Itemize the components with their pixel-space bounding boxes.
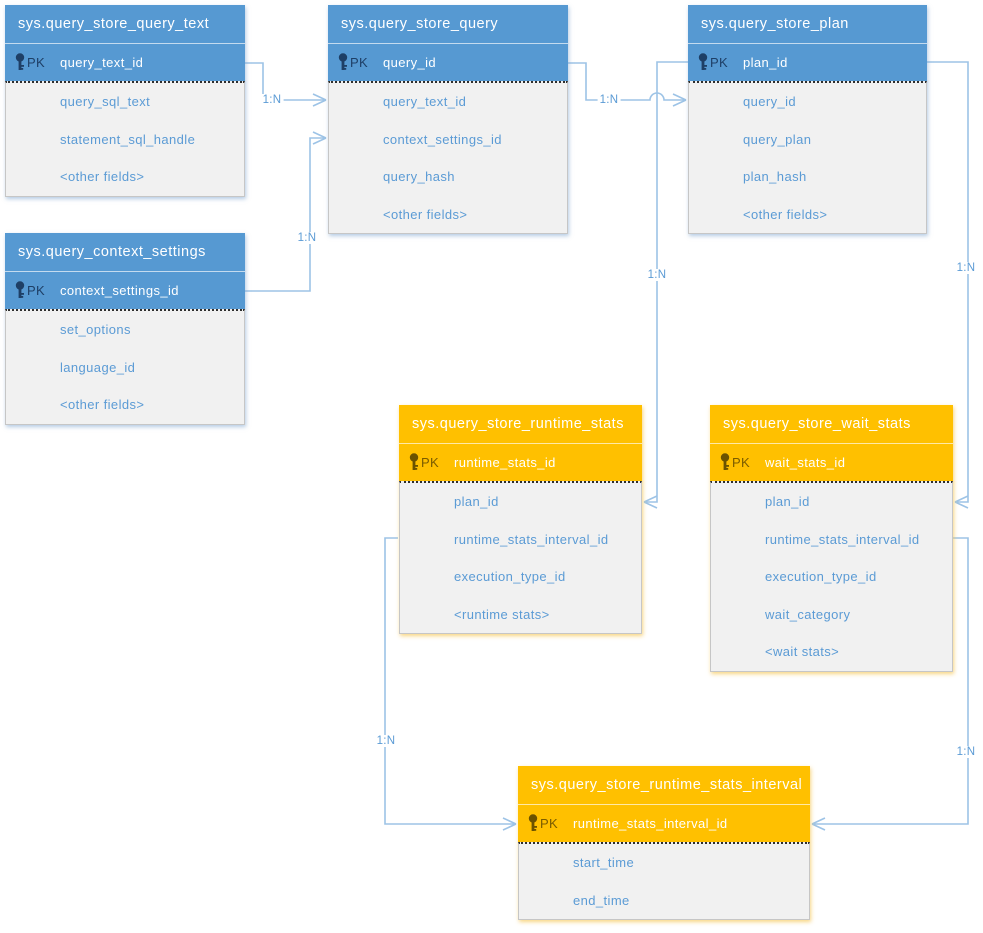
table-title: sys.query_store_query	[328, 5, 568, 43]
field-row: <runtime stats>	[454, 606, 550, 622]
pk-field-name: wait_stats_id	[765, 455, 846, 470]
pk-field-name: context_settings_id	[60, 283, 179, 298]
field-row: set_options	[60, 322, 131, 338]
field-row: <other fields>	[60, 397, 145, 413]
relationship-plan-to-runtimestats[interactable]	[643, 61, 688, 509]
primary-key-icon	[527, 814, 539, 838]
relationship-query-to-plan[interactable]	[568, 62, 687, 107]
field-row: query_hash	[383, 169, 455, 185]
table-fields: query_id query_plan plan_hash <other fie…	[688, 81, 927, 234]
cardinality-label: 1:N	[295, 232, 319, 244]
field-row: query_text_id	[383, 94, 467, 110]
primary-key-row: PK context_settings_id	[5, 271, 245, 309]
primary-key-row: PK query_text_id	[5, 43, 245, 81]
field-row: plan_id	[454, 494, 499, 510]
relationship-querytext-to-query[interactable]	[245, 62, 327, 107]
table-title: sys.query_store_plan	[688, 5, 927, 43]
field-row: query_id	[743, 94, 797, 110]
pk-label: PK	[710, 55, 728, 70]
field-row: query_plan	[743, 131, 812, 147]
pk-field-name: query_text_id	[60, 55, 144, 70]
table-fields: plan_id runtime_stats_interval_id execut…	[710, 481, 953, 672]
pk-label: PK	[732, 455, 750, 470]
primary-key-row: PK runtime_stats_id	[399, 443, 642, 481]
field-row: plan_id	[765, 494, 810, 510]
pk-field-name: query_id	[383, 55, 437, 70]
pk-label: PK	[27, 283, 45, 298]
pk-field-name: runtime_stats_id	[454, 455, 556, 470]
primary-key-row: PK plan_id	[688, 43, 927, 81]
field-row: <other fields>	[743, 206, 828, 222]
table-fields: start_time end_time	[518, 842, 810, 920]
cardinality-label: 1:N	[597, 94, 621, 106]
entity-query-store-plan[interactable]: sys.query_store_plan PK plan_id query_id…	[688, 5, 927, 234]
entity-query-store-runtime-stats[interactable]: sys.query_store_runtime_stats PK runtime…	[399, 405, 642, 634]
field-row: execution_type_id	[765, 569, 877, 585]
pk-field-name: plan_id	[743, 55, 788, 70]
pk-label: PK	[421, 455, 439, 470]
table-title: sys.query_store_runtime_stats_interval	[518, 766, 810, 804]
table-title: sys.query_store_query_text	[5, 5, 245, 43]
primary-key-row: PK query_id	[328, 43, 568, 81]
field-row: context_settings_id	[383, 131, 502, 147]
primary-key-icon	[408, 453, 420, 477]
primary-key-row: PK wait_stats_id	[710, 443, 953, 481]
table-fields: plan_id runtime_stats_interval_id execut…	[399, 481, 642, 634]
entity-query-store-runtime-stats-interval[interactable]: sys.query_store_runtime_stats_interval P…	[518, 766, 810, 920]
entity-query-context-settings[interactable]: sys.query_context_settings PK context_se…	[5, 233, 245, 425]
cardinality-label: 1:N	[954, 262, 978, 274]
entity-query-store-query[interactable]: sys.query_store_query PK query_id query_…	[328, 5, 568, 234]
table-title: sys.query_store_wait_stats	[710, 405, 953, 443]
field-row: statement_sql_handle	[60, 131, 196, 147]
field-row: end_time	[573, 892, 630, 908]
field-row: start_time	[573, 855, 635, 871]
pk-label: PK	[27, 55, 45, 70]
field-row: wait_category	[765, 606, 851, 622]
primary-key-icon	[697, 53, 709, 77]
primary-key-icon	[337, 53, 349, 77]
relationship-contextsettings-to-query[interactable]	[245, 131, 327, 292]
primary-key-icon	[14, 53, 26, 77]
pk-field-name: runtime_stats_interval_id	[573, 816, 728, 831]
field-row: plan_hash	[743, 169, 807, 185]
primary-key-row: PK runtime_stats_interval_id	[518, 804, 810, 842]
primary-key-icon	[719, 453, 731, 477]
table-fields: query_text_id context_settings_id query_…	[328, 81, 568, 234]
field-row: <wait stats>	[765, 644, 840, 660]
pk-label: PK	[540, 816, 558, 831]
cardinality-label: 1:N	[260, 94, 284, 106]
table-fields: query_sql_text statement_sql_handle <oth…	[5, 81, 245, 197]
entity-query-store-query-text[interactable]: sys.query_store_query_text PK query_text…	[5, 5, 245, 197]
entity-query-store-wait-stats[interactable]: sys.query_store_wait_stats PK wait_stats…	[710, 405, 953, 672]
field-row: query_sql_text	[60, 94, 151, 110]
table-fields: set_options language_id <other fields>	[5, 309, 245, 425]
cardinality-label: 1:N	[374, 735, 398, 747]
field-row: language_id	[60, 359, 136, 375]
pk-label: PK	[350, 55, 368, 70]
cardinality-label: 1:N	[954, 746, 978, 758]
field-row: <other fields>	[383, 206, 468, 222]
field-row: runtime_stats_interval_id	[454, 531, 609, 547]
table-title: sys.query_context_settings	[5, 233, 245, 271]
primary-key-icon	[14, 281, 26, 305]
field-row: execution_type_id	[454, 569, 566, 585]
table-title: sys.query_store_runtime_stats	[399, 405, 642, 443]
cardinality-label: 1:N	[645, 269, 669, 281]
field-row: <other fields>	[60, 169, 145, 185]
field-row: runtime_stats_interval_id	[765, 531, 920, 547]
